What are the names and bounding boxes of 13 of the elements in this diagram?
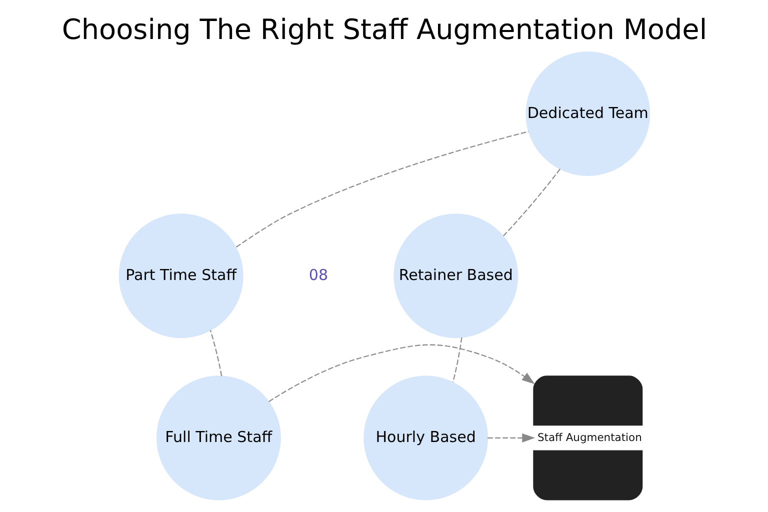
arrow: [487, 433, 535, 442]
node-circle: Retainer Based: [393, 214, 518, 338]
diagram-title: Choosing The Right Staff Augmentation Model: [61, 12, 707, 46]
connector: [209, 330, 222, 376]
connector: [502, 168, 560, 236]
connector: [235, 130, 528, 248]
node-circle: Hourly Based: [363, 376, 488, 500]
node-circle: Part Time Staff: [118, 214, 243, 338]
connector: [452, 337, 462, 382]
node-circle: Full Time Staff: [156, 376, 280, 500]
node-circle: Dedicated Team: [525, 52, 650, 176]
arrow: [268, 344, 534, 402]
label: 08: [308, 266, 328, 284]
